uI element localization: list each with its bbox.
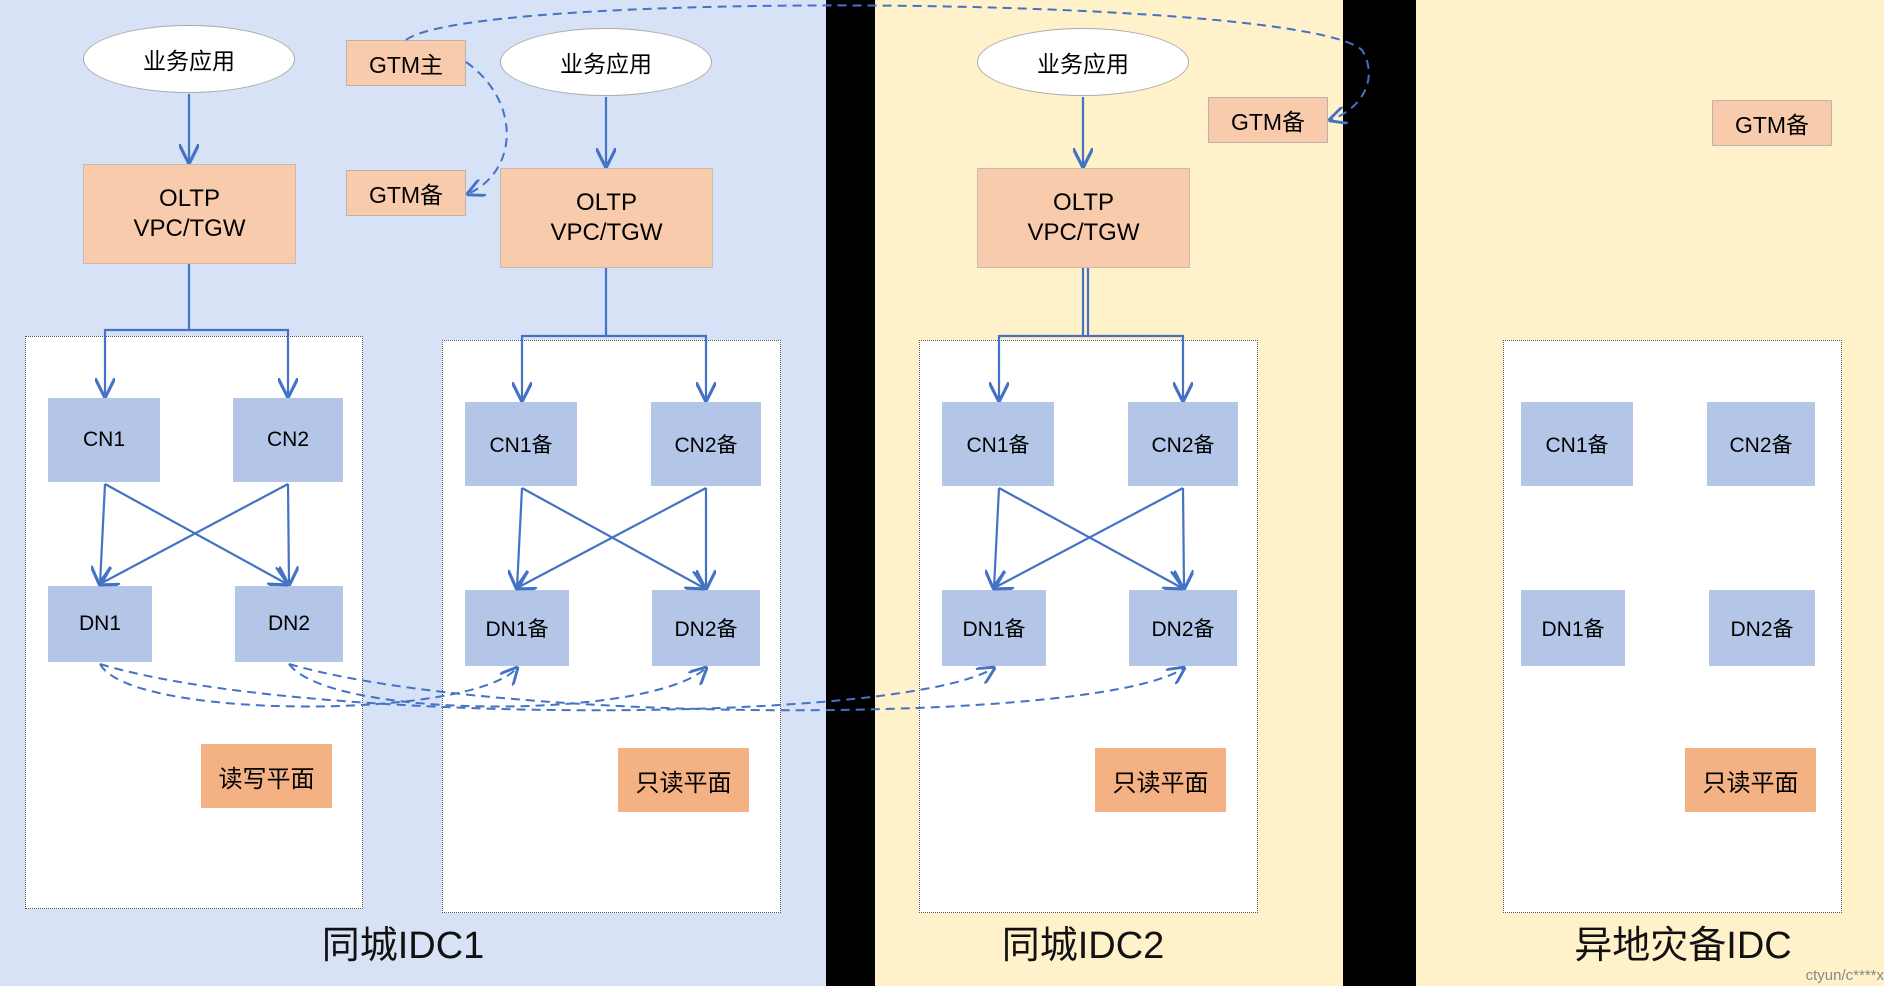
dn2-standby-idc1: DN2备 bbox=[652, 590, 760, 666]
business-app-idc2: 业务应用 bbox=[977, 28, 1189, 96]
watermark: ctyun/c****x bbox=[1805, 967, 1884, 984]
dn1-standby-idc2: DN1备 bbox=[942, 590, 1046, 666]
read-only-plane-label-idc2: 只读平面 bbox=[1095, 748, 1226, 812]
cn2-standby-dr: CN2备 bbox=[1707, 402, 1815, 486]
cn1-standby-idc1: CN1备 bbox=[465, 402, 577, 486]
read-only-plane-label-dr: 只读平面 bbox=[1685, 748, 1816, 812]
oltp-vpc-tgw-idc1-b: OLTP VPC/TGW bbox=[500, 168, 713, 268]
cn2-node: CN2 bbox=[233, 398, 343, 482]
dn1-standby-dr: DN1备 bbox=[1521, 590, 1625, 666]
business-app-idc1-b: 业务应用 bbox=[500, 28, 712, 96]
cn1-standby-idc2: CN1备 bbox=[942, 402, 1054, 486]
gtm-standby-idc2: GTM备 bbox=[1208, 97, 1328, 143]
dn2-standby-dr: DN2备 bbox=[1709, 590, 1815, 666]
region-label-dr-idc: 异地灾备IDC bbox=[1574, 925, 1792, 967]
cn2-standby-idc2: CN2备 bbox=[1128, 402, 1238, 486]
cn1-node: CN1 bbox=[48, 398, 160, 482]
gtm-standby-idc1: GTM备 bbox=[346, 170, 466, 216]
oltp-vpc-tgw-idc2: OLTP VPC/TGW bbox=[977, 168, 1190, 268]
dn2-node: DN2 bbox=[235, 586, 343, 662]
cn1-standby-dr: CN1备 bbox=[1521, 402, 1633, 486]
gtm-standby-dr: GTM备 bbox=[1712, 100, 1832, 146]
oltp-vpc-tgw-idc1-a: OLTP VPC/TGW bbox=[83, 164, 296, 264]
gtm-primary: GTM主 bbox=[346, 40, 466, 86]
dn1-node: DN1 bbox=[48, 586, 152, 662]
region-label-idc2: 同城IDC2 bbox=[1001, 925, 1165, 967]
dn2-standby-idc2: DN2备 bbox=[1129, 590, 1237, 666]
read-only-plane-label-idc1: 只读平面 bbox=[618, 748, 749, 812]
cn2-standby-idc1: CN2备 bbox=[651, 402, 761, 486]
read-write-plane-label: 读写平面 bbox=[201, 744, 332, 808]
dn1-standby-idc1: DN1备 bbox=[465, 590, 569, 666]
region-label-idc1: 同城IDC1 bbox=[321, 925, 485, 967]
business-app-idc1-a: 业务应用 bbox=[83, 25, 295, 93]
